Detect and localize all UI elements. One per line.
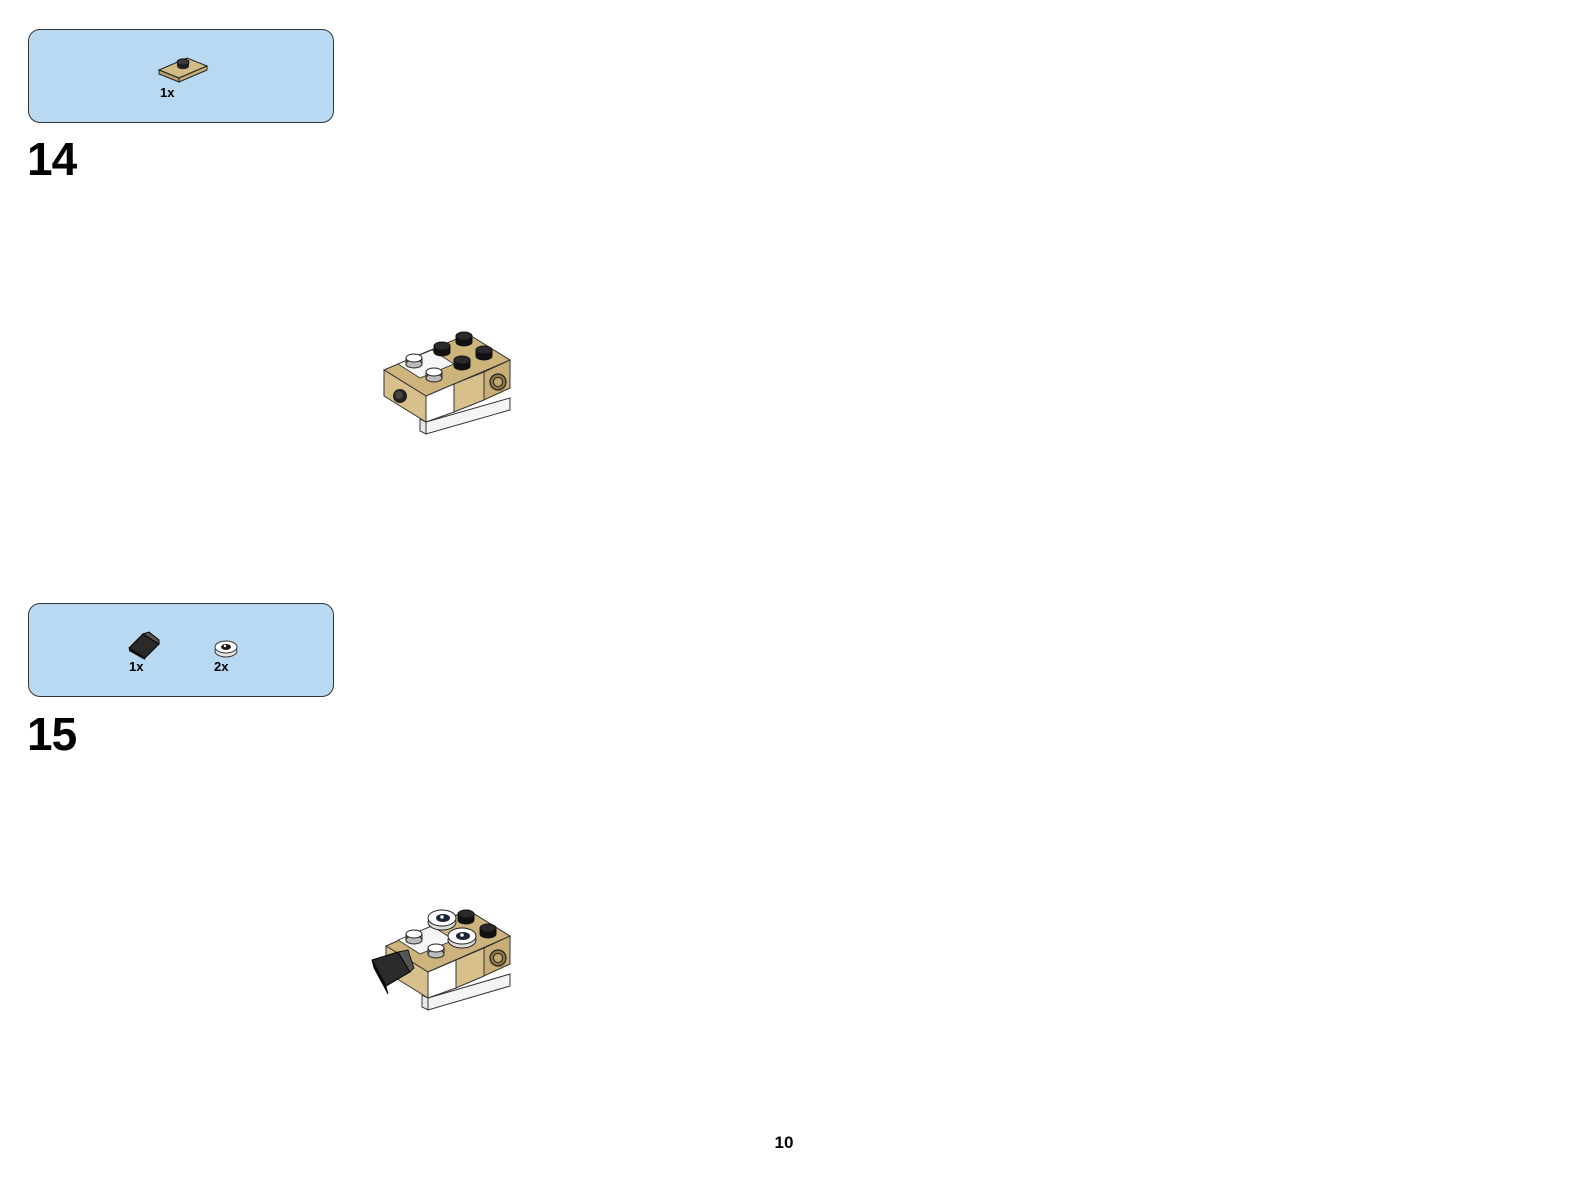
black-slope-icon	[128, 631, 160, 660]
page-number: 10	[774, 1133, 794, 1152]
part-entry	[157, 54, 209, 84]
tan-jumper-plate-icon	[157, 57, 209, 83]
part-entry	[213, 638, 239, 658]
model-step-14-icon	[380, 330, 515, 447]
part-quantity: 1x	[129, 659, 144, 674]
step-number: 15	[27, 708, 77, 760]
parts-callout-step-15: 1x 2x	[28, 603, 334, 697]
part-entry	[127, 630, 161, 660]
white-round-eye-tile-icon	[214, 640, 238, 658]
model-step-15-icon	[368, 902, 516, 1021]
part-quantity: 2x	[214, 659, 229, 674]
step-number: 14	[27, 133, 77, 185]
part-quantity: 1x	[160, 85, 175, 100]
parts-callout-step-14: 1x	[28, 29, 334, 123]
